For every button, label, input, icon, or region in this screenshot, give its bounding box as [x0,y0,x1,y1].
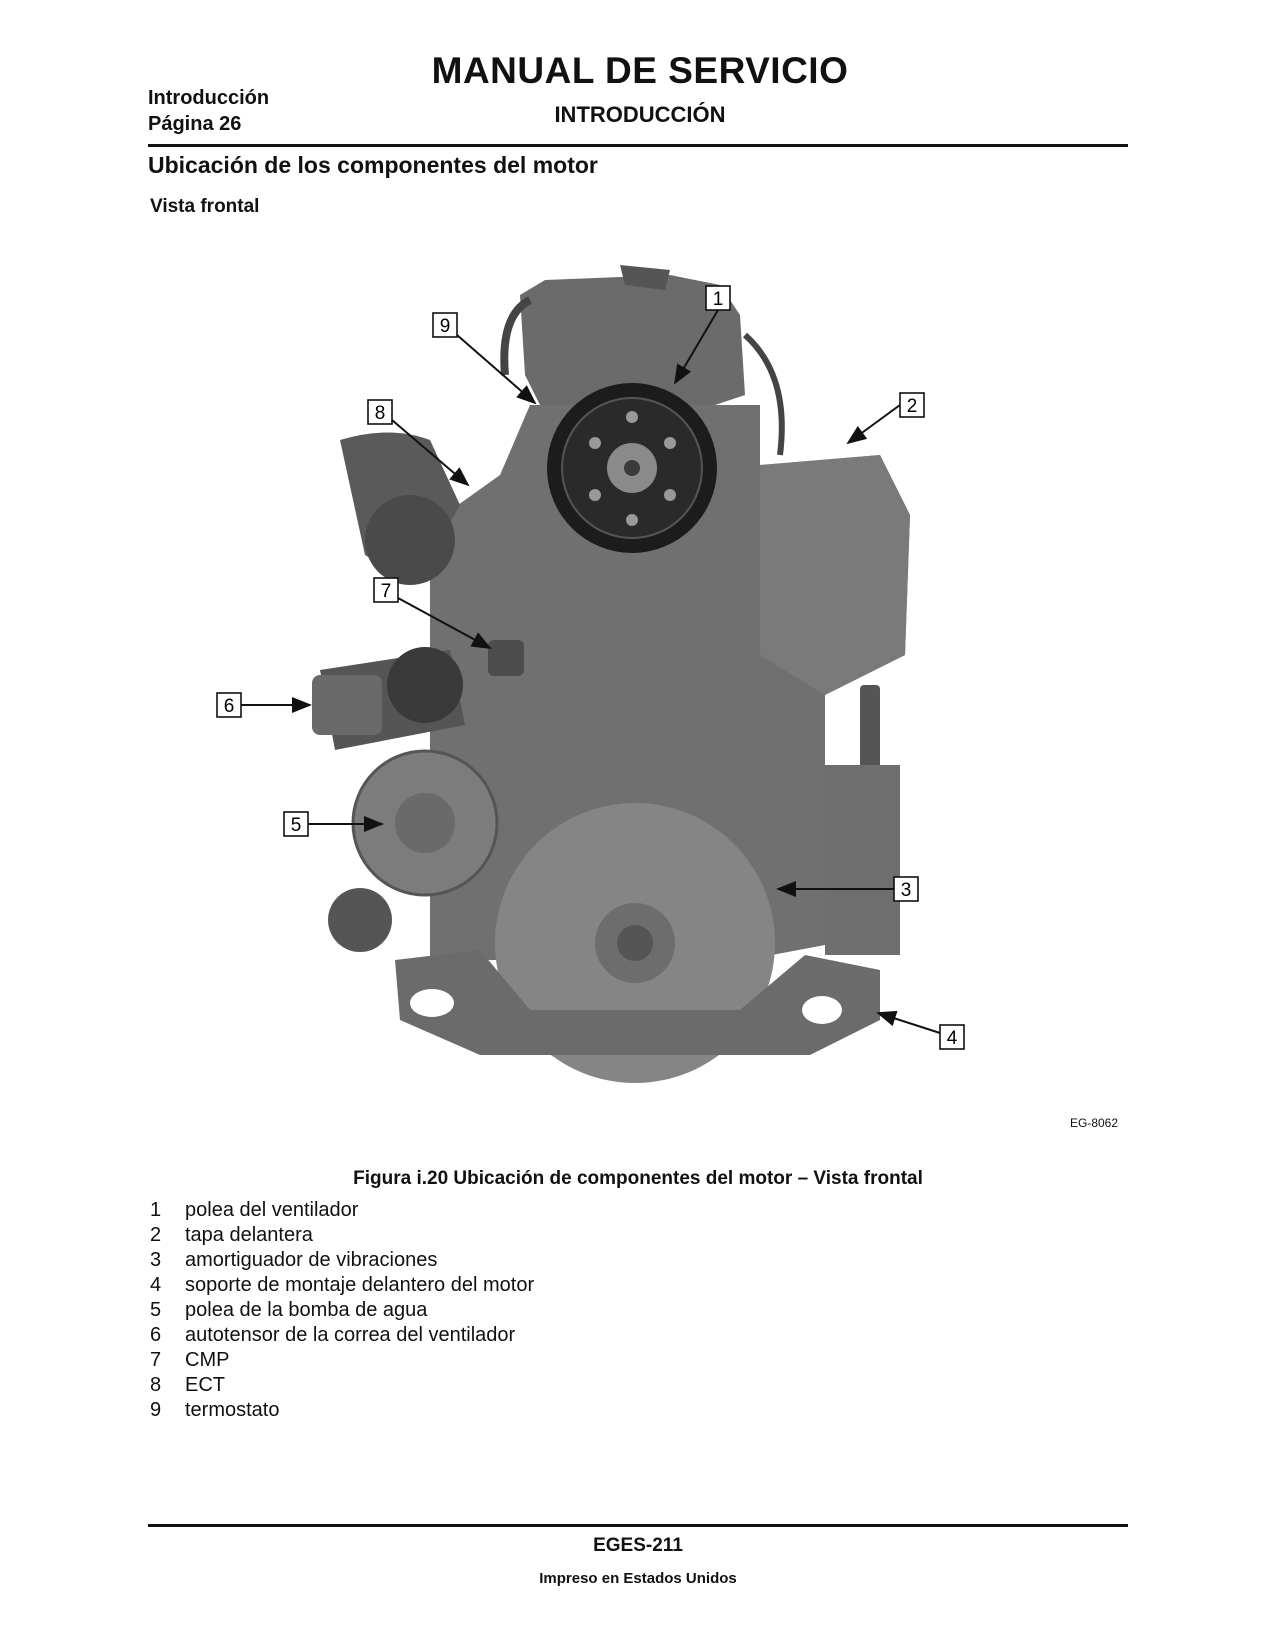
callout-9: 9 [432,312,537,405]
legend-item: 7 CMP [150,1348,534,1373]
legend-item-number: 3 [150,1249,162,1271]
legend-item: 4 soporte de montaje delantero del motor [150,1273,534,1298]
legend-item-text: autotensor de la correa del ventilador [185,1324,516,1346]
legend-item-number: 8 [150,1374,162,1396]
legend-item: 5 polea de la bomba de agua [150,1298,534,1323]
legend-item-text: polea del ventilador [185,1199,359,1221]
callout-6: 6 [216,692,312,718]
legend-item: 8 ECT [150,1373,534,1398]
engine-front-view-figure: 1 2 3 4 5 6 7 8 9 [216,265,965,1083]
section-title: Ubicación de los componentes del motor [148,152,598,178]
footer-rule [148,1524,1128,1527]
engine-illustration [312,265,910,1083]
legend-item-text: polea de la bomba de agua [185,1299,428,1321]
legend-item-number: 9 [150,1399,162,1421]
callout-2: 2 [846,392,925,445]
callout-8-number: 8 [375,403,386,424]
footer-document-code: EGES-211 [593,1535,683,1556]
callout-5: 5 [283,811,384,837]
legend-item-number: 1 [150,1199,162,1221]
header-section-label: Introducción [148,87,270,109]
callout-5-number: 5 [291,815,302,836]
callout-4: 4 [876,1010,965,1050]
callout-7-number: 7 [381,581,392,602]
callout-9-number: 9 [440,316,451,337]
legend-item-text: termostato [185,1399,280,1421]
subsection-title: Vista frontal [150,196,260,217]
figure-caption: Figura i.20 Ubicación de componentes del… [353,1168,923,1189]
callout-6-number: 6 [224,696,235,717]
legend-item: 9 termostato [150,1398,534,1423]
legend-item-number: 2 [150,1224,162,1246]
legend-item: 1 polea del ventilador [150,1198,534,1223]
footer-printed-note: Impreso en Estados Unidos [539,1570,737,1587]
legend-item-text: ECT [185,1374,225,1396]
callout-2-number: 2 [907,396,918,417]
callout-8: 8 [367,399,470,487]
legend-item: 3 amortiguador de vibraciones [150,1248,534,1273]
legend-item-text: tapa delantera [185,1224,313,1246]
callout-4-number: 4 [947,1028,958,1049]
callout-1: 1 [673,285,731,385]
legend-item-number: 4 [150,1274,162,1296]
manual-subtitle: INTRODUCCIÓN [554,102,726,127]
header-rule [148,144,1128,147]
callout-7: 7 [373,577,492,649]
legend-item-text: CMP [185,1349,230,1371]
manual-title: MANUAL DE SERVICIO [431,50,849,91]
callout-3-number: 3 [901,880,912,901]
legend-item-text: amortiguador de vibraciones [185,1249,438,1271]
legend-item: 6 autotensor de la correa del ventilador [150,1323,534,1348]
legend-item-number: 7 [150,1349,162,1371]
legend-item-number: 6 [150,1324,162,1346]
header-page-label: Página 26 [148,113,242,135]
component-legend: 1 polea del ventilador 2 tapa delantera 3 a… [150,1198,534,1423]
legend-item: 2 tapa delantera [150,1223,534,1248]
figure-code: EG-8062 [1070,1116,1119,1130]
legend-item-number: 5 [150,1299,162,1321]
callout-3: 3 [776,876,919,902]
legend-item-text: soporte de montaje delantero del motor [185,1274,535,1296]
callout-1-number: 1 [713,289,724,310]
